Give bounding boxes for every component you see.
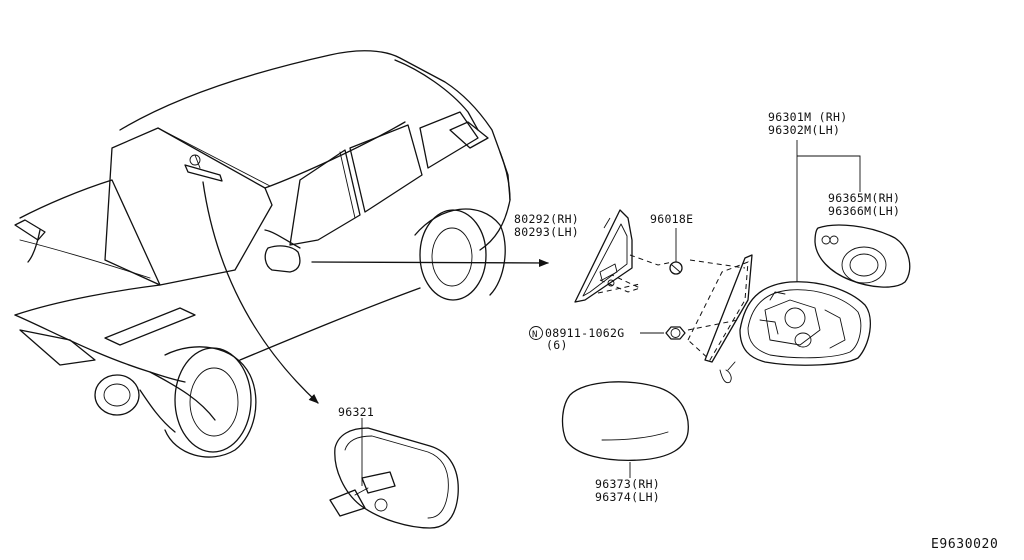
label-nut-prefix: N [532, 330, 538, 340]
label-clip: 96018E [650, 212, 693, 226]
label-nut-qty: (6) [546, 338, 568, 352]
label-finisher-lh: 80293(LH) [514, 225, 579, 239]
mirror-glass-part [814, 224, 911, 288]
label-mirror-glass-lh: 96366M(LH) [828, 204, 900, 218]
label-mirror-assy-rh: 96301M (RH) [768, 110, 847, 124]
mirror-finisher-part [574, 209, 674, 303]
label-mirror-glass-rh: 96365M(RH) [828, 191, 900, 205]
label-mirror-assy-lh: 96302M(LH) [768, 123, 840, 137]
label-cover-rh: 96373(RH) [595, 477, 660, 491]
clip-part [669, 228, 683, 275]
label-cover-lh: 96374(LH) [595, 490, 660, 504]
arrow-to-door-mirror [311, 258, 549, 267]
arrow-to-inner-mirror [202, 181, 319, 404]
callout-arrows [202, 181, 549, 404]
label-inner-mirror: 96321 [338, 405, 374, 419]
callout-labels: 96301M (RH) 96302M(LH) 96365M(RH) 96366M… [338, 110, 998, 552]
vehicle-illustration [14, 50, 511, 458]
door-mirror-assembly [687, 140, 871, 384]
mirror-cover-part [561, 381, 689, 478]
inner-mirror-part [329, 418, 459, 529]
diagram-reference-code: E9630020 [931, 537, 998, 552]
nut-symbol-circle [529, 326, 543, 340]
label-nut-part: 08911-1062G [545, 326, 624, 340]
label-finisher-rh: 80292(RH) [514, 212, 579, 226]
